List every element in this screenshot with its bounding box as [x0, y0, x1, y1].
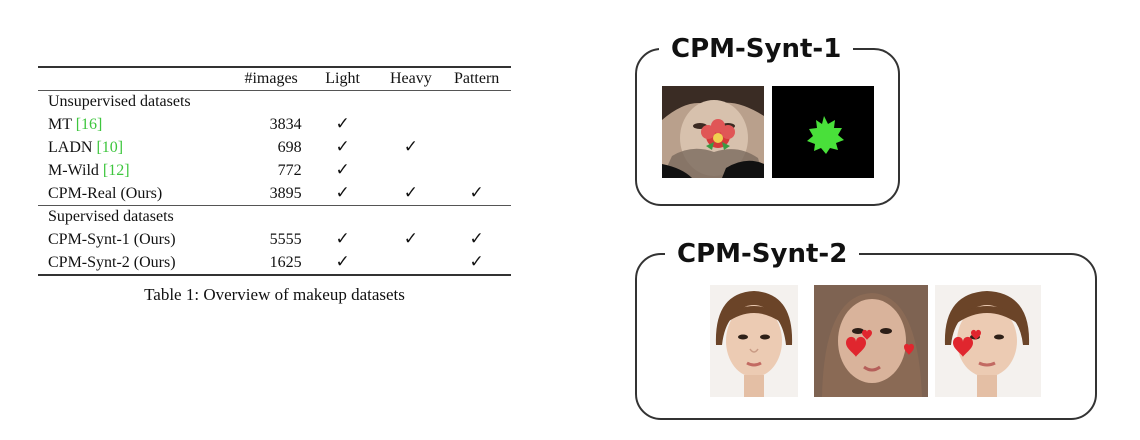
flower-pattern-icon — [701, 119, 735, 150]
citation-link[interactable]: [12] — [102, 161, 130, 179]
dataset-name-cell: CPM-Real (Ours) — [38, 182, 237, 206]
cpm-synt-1-title: CPM-Synt-1 — [659, 30, 854, 68]
dataset-name-cell: M-Wild [12] — [38, 159, 237, 182]
checkmark-icon: ✓ — [335, 114, 350, 134]
table-row: LADN [10] 698 ✓ ✓ — [38, 136, 511, 159]
dataset-name-cell: LADN [10] — [38, 136, 237, 159]
synt1-face-illustration — [662, 86, 764, 178]
heart-pattern-icon — [846, 329, 914, 357]
group-unsupervised-label: Unsupervised datasets — [48, 93, 191, 110]
light-cell: ✓ — [306, 251, 380, 275]
header-images: #images — [244, 70, 298, 87]
checkmark-icon: ✓ — [469, 229, 484, 249]
dataset-name-cell: CPM-Synt-1 (Ours) — [38, 228, 237, 251]
pattern-cell — [442, 136, 511, 159]
cpm-synt-2-title: CPM-Synt-2 — [665, 235, 860, 273]
table-row: MT [16] 3834 ✓ — [38, 113, 511, 136]
synt2-face-image-3 — [935, 285, 1041, 397]
checkmark-icon: ✓ — [469, 252, 484, 272]
cpm-synt-2-panel: CPM-Synt-2 — [635, 235, 1097, 420]
face-3-illustration — [935, 285, 1041, 397]
table-caption: Table 1: Overview of makeup datasets — [144, 285, 405, 304]
light-cell: ✓ — [306, 159, 380, 182]
checkmark-icon: ✓ — [469, 183, 484, 203]
table-header-row: #images Light Heavy Pattern — [38, 67, 511, 91]
dataset-name: MT — [48, 115, 76, 133]
light-cell: ✓ — [306, 113, 380, 136]
dataset-name-cell: CPM-Synt-2 (Ours) — [38, 251, 237, 275]
image-count-cell: 3895 — [269, 184, 302, 202]
light-cell: ✓ — [306, 228, 380, 251]
image-count-cell: 1625 — [269, 253, 302, 271]
dataset-name-cell: MT [16] — [38, 113, 237, 136]
cpm-synt-1-panel: CPM-Synt-1 — [635, 30, 900, 206]
synt1-face-image — [662, 86, 764, 178]
table-row: CPM-Synt-2 (Ours) 1625 ✓ ✓ — [38, 251, 511, 275]
heart-pattern-icon — [953, 329, 981, 357]
heavy-cell — [379, 251, 442, 275]
heavy-cell: ✓ — [379, 182, 442, 206]
dataset-name: CPM-Real (Ours) — [48, 184, 163, 202]
heavy-cell — [379, 113, 442, 136]
checkmark-icon: ✓ — [335, 229, 350, 249]
header-light: Light — [325, 70, 360, 87]
group-supervised-row: Supervised datasets — [38, 205, 511, 229]
citation-link[interactable]: [16] — [75, 115, 103, 133]
dataset-name: M-Wild — [48, 161, 103, 179]
synt1-mask-image — [772, 86, 874, 178]
table-row: CPM-Synt-1 (Ours) 5555 ✓ ✓ ✓ — [38, 228, 511, 251]
makeup-datasets-table-wrap: #images Light Heavy Pattern Unsupervised… — [38, 66, 511, 305]
pattern-cell: ✓ — [442, 228, 511, 251]
heavy-cell: ✓ — [379, 228, 442, 251]
checkmark-icon: ✓ — [335, 160, 350, 180]
heavy-cell — [379, 159, 442, 182]
header-pattern: Pattern — [453, 70, 500, 87]
image-count-cell: 5555 — [269, 230, 302, 248]
header-heavy: Heavy — [389, 70, 432, 87]
light-cell: ✓ — [306, 182, 380, 206]
heavy-cell: ✓ — [379, 136, 442, 159]
group-unsupervised-row: Unsupervised datasets — [38, 90, 511, 114]
pattern-cell: ✓ — [442, 251, 511, 275]
group-supervised-label: Supervised datasets — [48, 208, 174, 225]
pattern-cell — [442, 159, 511, 182]
table-row: CPM-Real (Ours) 3895 ✓ ✓ ✓ — [38, 182, 511, 206]
image-count-cell: 3834 — [269, 115, 302, 133]
pattern-cell — [442, 113, 511, 136]
synt2-face-image-1 — [710, 285, 798, 397]
makeup-datasets-table: #images Light Heavy Pattern Unsupervised… — [38, 66, 511, 276]
light-cell: ✓ — [306, 136, 380, 159]
green-mask-icon — [772, 86, 874, 178]
table-row: M-Wild [12] 772 ✓ — [38, 159, 511, 182]
checkmark-icon: ✓ — [403, 137, 418, 157]
face-2-illustration — [814, 285, 928, 397]
checkmark-icon: ✓ — [335, 252, 350, 272]
dataset-name: LADN — [48, 138, 97, 156]
checkmark-icon: ✓ — [335, 137, 350, 157]
pattern-cell: ✓ — [442, 182, 511, 206]
checkmark-icon: ✓ — [335, 183, 350, 203]
citation-link[interactable]: [10] — [96, 138, 124, 156]
image-count-cell: 698 — [277, 138, 302, 156]
face-1-illustration — [710, 285, 798, 397]
checkmark-icon: ✓ — [403, 183, 418, 203]
dataset-name: CPM-Synt-1 (Ours) — [48, 230, 176, 248]
dataset-name: CPM-Synt-2 (Ours) — [48, 253, 176, 271]
checkmark-icon: ✓ — [403, 229, 418, 249]
header-name — [38, 67, 237, 91]
image-count-cell: 772 — [277, 161, 302, 179]
synt2-face-image-2 — [814, 285, 928, 397]
